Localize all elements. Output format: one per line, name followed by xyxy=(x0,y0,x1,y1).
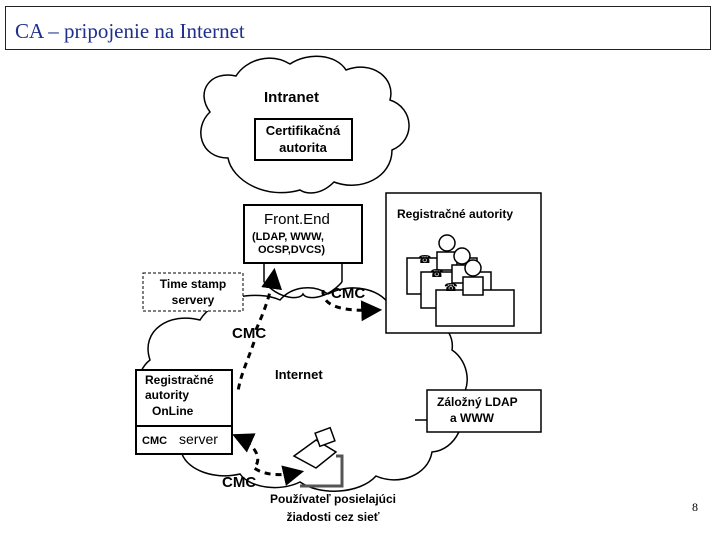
cmc-label-frontend: CMC xyxy=(331,285,365,302)
ca-box xyxy=(254,118,353,161)
backup-line2: a WWW xyxy=(450,411,495,425)
cmc-server-word: server xyxy=(179,431,218,447)
backup-line1: Záložný LDAP xyxy=(437,395,518,409)
online-ra-box xyxy=(135,369,233,427)
cmc-label-user: CMC xyxy=(222,474,256,491)
frontend-box xyxy=(243,204,363,264)
cmc-label-online: CMC xyxy=(232,325,266,342)
online-ra-line3: OnLine xyxy=(152,404,194,418)
intranet-label: Intranet xyxy=(264,89,319,106)
online-ra-line2: autority xyxy=(145,388,189,402)
frontend-funnel xyxy=(263,281,343,299)
svg-text:☎: ☎ xyxy=(418,253,432,266)
cmc-server-box xyxy=(135,425,233,455)
timestamp-box xyxy=(142,272,244,312)
svg-text:☎: ☎ xyxy=(444,281,458,294)
timestamp-line1: Time stamp xyxy=(160,277,226,291)
operators-illustration: ☎ ☎ ☎ xyxy=(406,234,515,327)
svg-text:☎: ☎ xyxy=(430,267,444,280)
user-line1: Používateľ posielajúci xyxy=(270,492,396,506)
frontend-title: Front.End xyxy=(264,211,330,228)
ca-label-line1: Certifikačná xyxy=(266,123,341,138)
online-ra-line1: Registračné xyxy=(145,373,214,387)
internet-label: Internet xyxy=(275,367,323,382)
arrow-frontend-online-top xyxy=(254,267,283,331)
slide-title: CA – pripojenie na Internet xyxy=(15,19,245,43)
backup-box xyxy=(426,389,542,433)
ca-label-line2: autorita xyxy=(279,140,327,155)
user-line2: žiadosti cez sieť xyxy=(286,510,379,524)
cmc-server-prefix: CMC xyxy=(142,435,167,447)
arrow-frontend-online-bottom xyxy=(236,341,256,393)
frontend-line1: (LDAP, WWW, xyxy=(252,231,324,243)
user-workstation-icon xyxy=(292,426,344,488)
frontend-line2: OCSP,DVCS) xyxy=(258,244,325,256)
title-box: CA – pripojenie na Internet xyxy=(5,6,711,50)
timestamp-line2: servery xyxy=(172,293,215,307)
page-number: 8 xyxy=(692,500,698,514)
arrow-frontend-ra xyxy=(321,289,383,322)
registration-label: Registračné autority xyxy=(397,207,513,221)
